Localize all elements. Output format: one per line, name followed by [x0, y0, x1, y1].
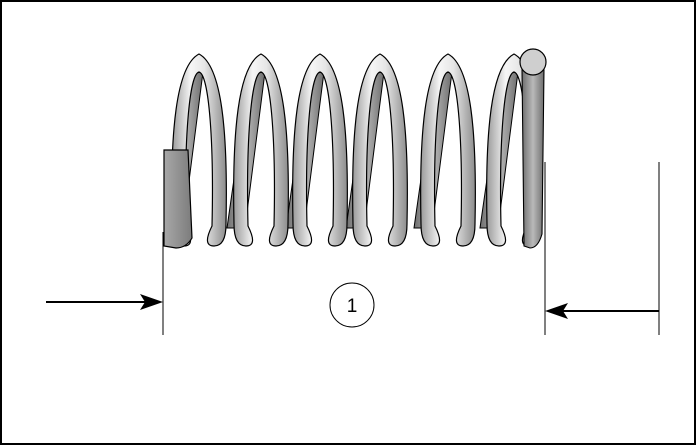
- compression-spring-icon: [163, 48, 547, 249]
- callout-label: 1: [347, 296, 358, 317]
- spring-right-end: [521, 67, 545, 249]
- right-arrow-icon: [545, 303, 659, 319]
- spring-coil: [233, 53, 289, 247]
- spring-coil: [352, 53, 408, 247]
- left-arrow-icon: [46, 294, 163, 310]
- spring-left-end: [163, 149, 193, 249]
- callout-circle-icon: 1: [329, 282, 375, 328]
- spring-coil: [292, 53, 348, 247]
- spring-coil: [420, 53, 476, 247]
- spring-wire-end: [519, 48, 547, 76]
